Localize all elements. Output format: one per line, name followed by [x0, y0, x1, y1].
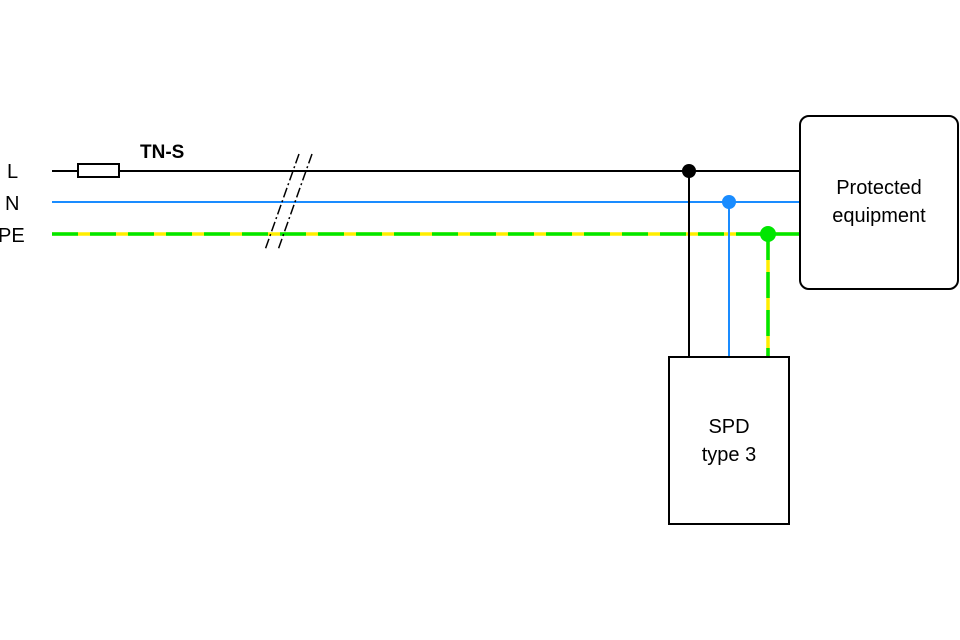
protected-equipment-box: [799, 115, 959, 290]
equipment-label-1: Protected: [836, 177, 922, 199]
fuse-icon: [77, 163, 120, 178]
label-n: N: [5, 193, 19, 215]
junction-pe: [760, 226, 776, 242]
equipment-label-2: equipment: [832, 205, 926, 227]
spd-box: [668, 356, 790, 525]
system-title: TN-S: [140, 142, 184, 163]
junction-n: [722, 195, 736, 209]
label-l: L: [7, 161, 18, 183]
line-break-icon: [264, 153, 313, 251]
label-pe: PE: [0, 225, 25, 247]
junction-l: [682, 164, 696, 178]
spd-label-2: type 3: [702, 444, 756, 466]
spd-label-1: SPD: [708, 416, 749, 438]
